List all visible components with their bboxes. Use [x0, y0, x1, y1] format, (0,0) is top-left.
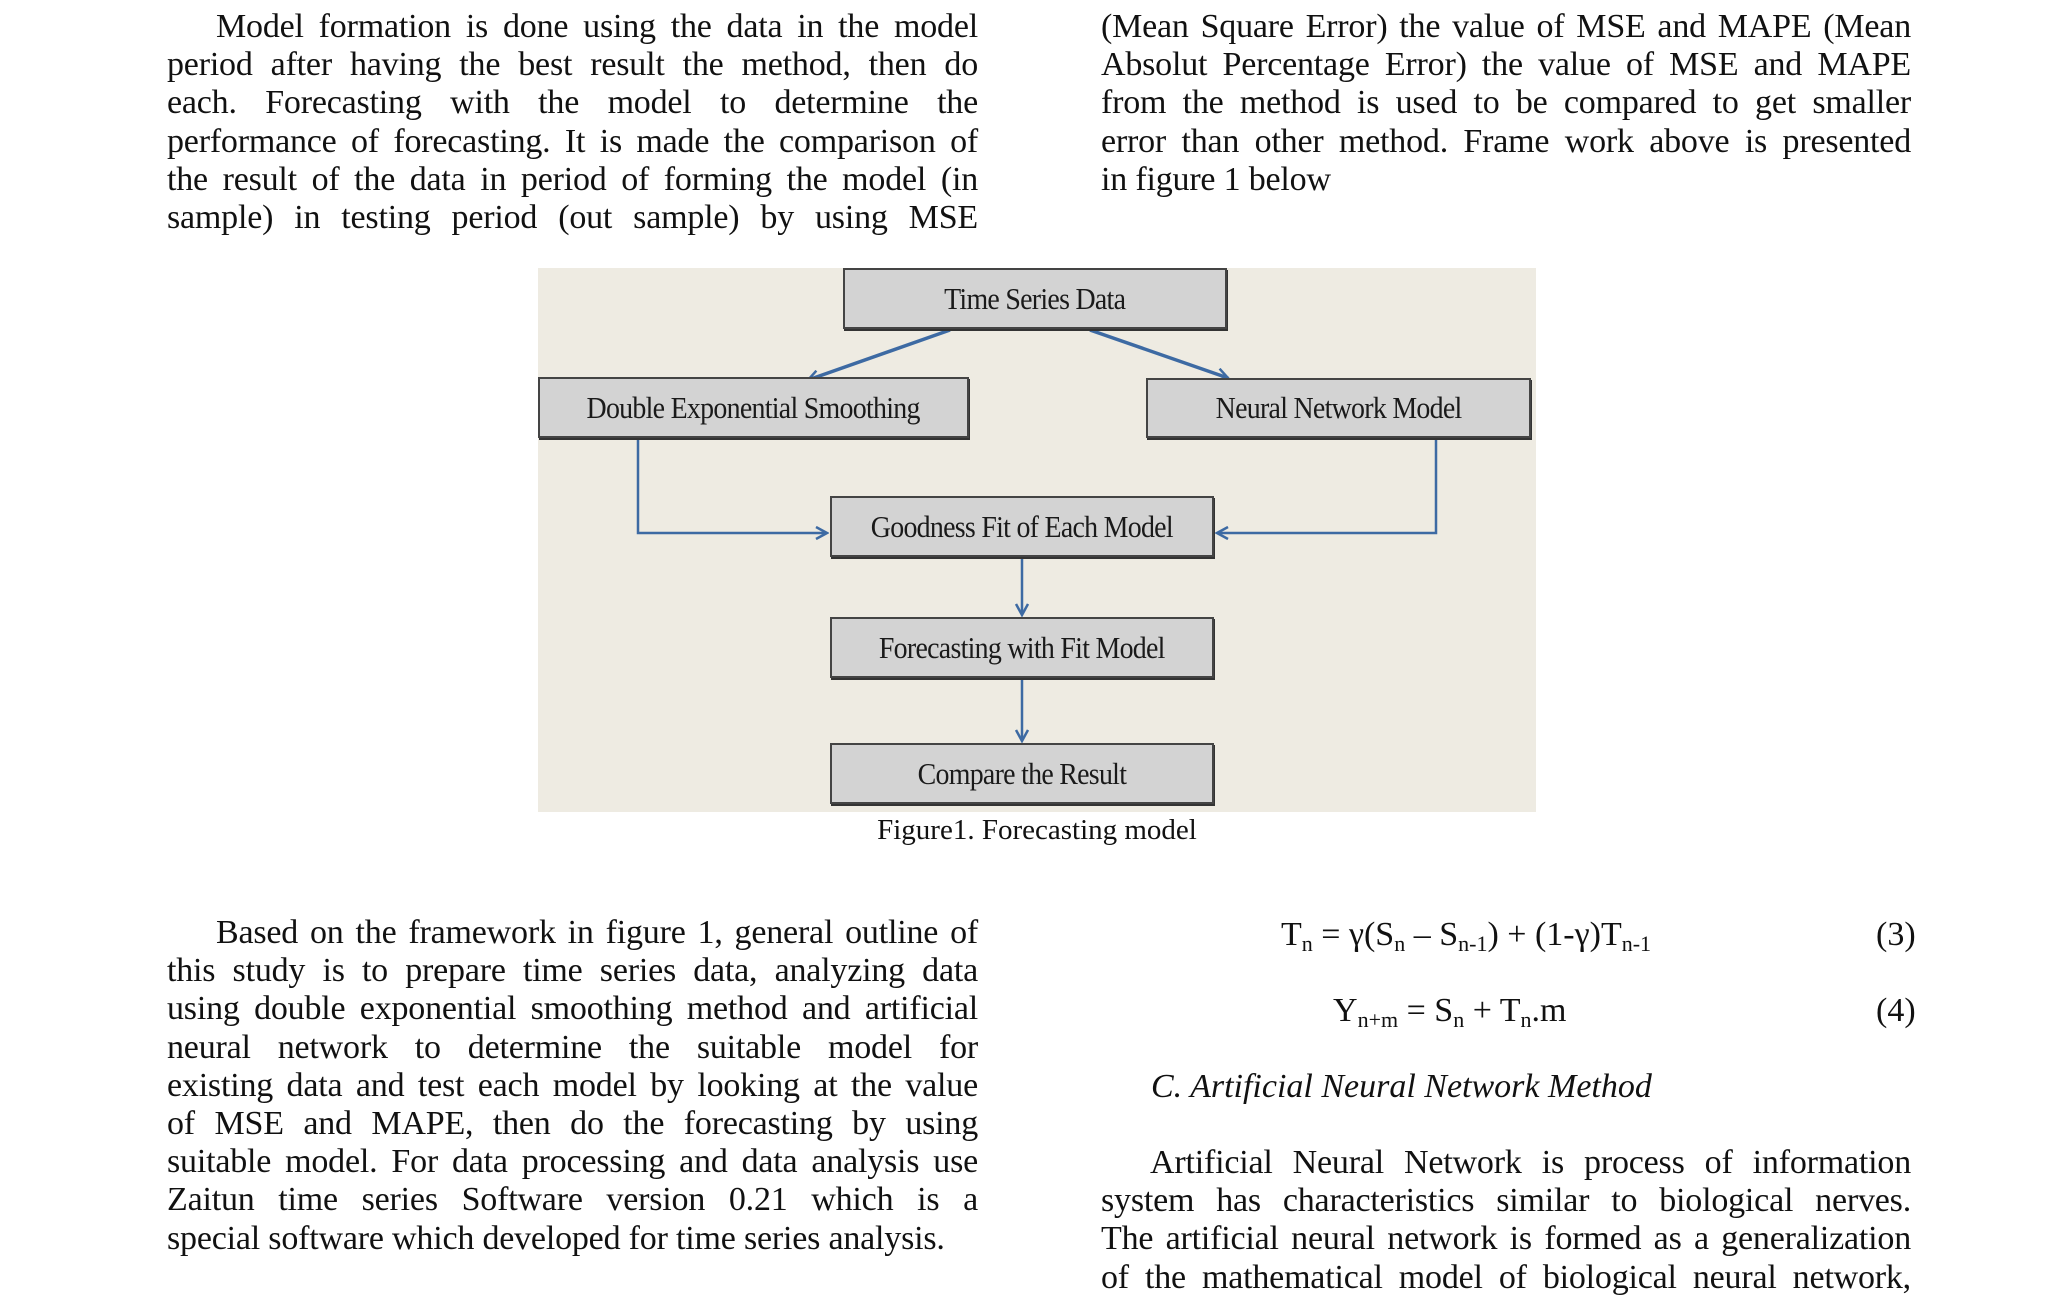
eq-term: – S — [1405, 916, 1459, 953]
text-line: of the mathematical model of biological … — [1101, 1258, 1911, 1296]
arrow-des-to-goodness — [636, 438, 827, 533]
eq-term: T — [1281, 916, 1302, 953]
box-neural-network-model: Neural Network Model — [1146, 378, 1531, 438]
text-line: (Mean Square Error) the value of MSE and… — [1101, 8, 1911, 45]
text-line: special software which developed for tim… — [167, 1219, 945, 1257]
text-line: neural network to determine the suitable… — [167, 1028, 978, 1066]
eq-term: ) + (1-γ)T — [1487, 916, 1622, 953]
paragraph-framework-outline: Based on the framework in figure 1, gene… — [167, 914, 978, 1258]
paragraph-ann-definition: Artificial Neural Network is process of … — [1101, 1144, 1911, 1297]
box-goodness-fit: Goodness Fit of Each Model — [830, 496, 1214, 557]
text-line: sample) in testing period (out sample) b… — [167, 198, 978, 236]
text-line: performance of forecasting. It is made t… — [167, 122, 978, 160]
text-line: system has characteristics similar to bi… — [1101, 1182, 1911, 1220]
text-line: of MSE and MAPE, then do the forecasting… — [167, 1104, 978, 1142]
eq-subscript: n — [1520, 1007, 1532, 1032]
box-label: Neural Network Model — [1215, 390, 1463, 425]
text-line: existing data and test each model by loo… — [167, 1066, 978, 1104]
text-line: suitable model. For data processing and … — [167, 1143, 978, 1181]
arrow-timeseries-to-des — [808, 328, 951, 380]
text-line: from the method is used to be compared t… — [1101, 84, 1911, 122]
paragraph-model-formation: Model formation is done using the data i… — [167, 8, 978, 237]
box-time-series-data: Time Series Data — [843, 268, 1227, 329]
box-double-exponential-smoothing: Double Exponential Smoothing — [538, 377, 969, 438]
box-label: Goodness Fit of Each Model — [870, 508, 1174, 544]
eq-subscript: n-1 — [1458, 931, 1488, 956]
eq-subscript: n — [1453, 1007, 1465, 1032]
equation-4: Yn+m = Sn + Tn.m — [1333, 992, 1567, 1032]
text-line: the result of the data in period of form… — [167, 160, 978, 198]
box-label: Forecasting with Fit Model — [879, 629, 1166, 665]
eq-subscript: n — [1394, 931, 1406, 956]
eq-subscript: n — [1301, 931, 1313, 956]
box-label: Compare the Result — [917, 755, 1127, 791]
eq-term: .m — [1531, 992, 1567, 1029]
box-label: Double Exponential Smoothing — [586, 389, 921, 425]
text-line: in figure 1 below — [1101, 160, 1331, 198]
text-line: each. Forecasting with the model to dete… — [167, 84, 978, 122]
equation-3: Tn = γ(Sn – Sn-1) + (1-γ)Tn-1 — [1281, 916, 1652, 956]
text-line: Zaitun time series Software version 0.21… — [167, 1181, 978, 1219]
text-line: Artificial Neural Network is process of … — [1150, 1144, 1911, 1181]
eq-term: = S — [1398, 992, 1454, 1029]
eq-term: + T — [1464, 992, 1521, 1029]
box-compare-the-result: Compare the Result — [830, 743, 1214, 804]
figure-forecasting-model: Time Series Data Double Exponential Smoo… — [538, 268, 1536, 812]
equation-number-3: (3) — [1876, 916, 1916, 953]
eq-term: = γ(S — [1312, 916, 1395, 953]
figure-caption: Figure1. Forecasting model — [877, 814, 1197, 846]
text-line: period after having the best result the … — [167, 46, 978, 84]
paragraph-mse-mape: (Mean Square Error) the value of MSE and… — [1101, 8, 1911, 199]
text-line: error than other method. Frame work abov… — [1101, 122, 1911, 160]
text-line: Model formation is done using the data i… — [216, 8, 978, 45]
eq-term: Y — [1333, 992, 1358, 1029]
eq-subscript: n+m — [1357, 1007, 1399, 1032]
text-line: Absolut Percentage Error) the value of M… — [1101, 46, 1911, 84]
eq-subscript: n-1 — [1621, 931, 1652, 956]
equation-number-4: (4) — [1876, 992, 1916, 1029]
box-label: Time Series Data — [944, 280, 1126, 316]
text-line: this study is to prepare time series dat… — [167, 952, 978, 990]
text-line: The artificial neural network is formed … — [1101, 1220, 1911, 1258]
section-heading-ann: C. Artificial Neural Network Method — [1151, 1068, 1652, 1105]
box-forecasting-with-fit-model: Forecasting with Fit Model — [830, 617, 1214, 678]
text-line: Based on the framework in figure 1, gene… — [216, 914, 978, 951]
text-line: using double exponential smoothing metho… — [167, 990, 978, 1028]
flow-arrows — [636, 328, 1438, 812]
arrow-timeseries-to-nn — [1089, 328, 1228, 378]
arrow-nn-to-goodness — [1217, 438, 1438, 533]
